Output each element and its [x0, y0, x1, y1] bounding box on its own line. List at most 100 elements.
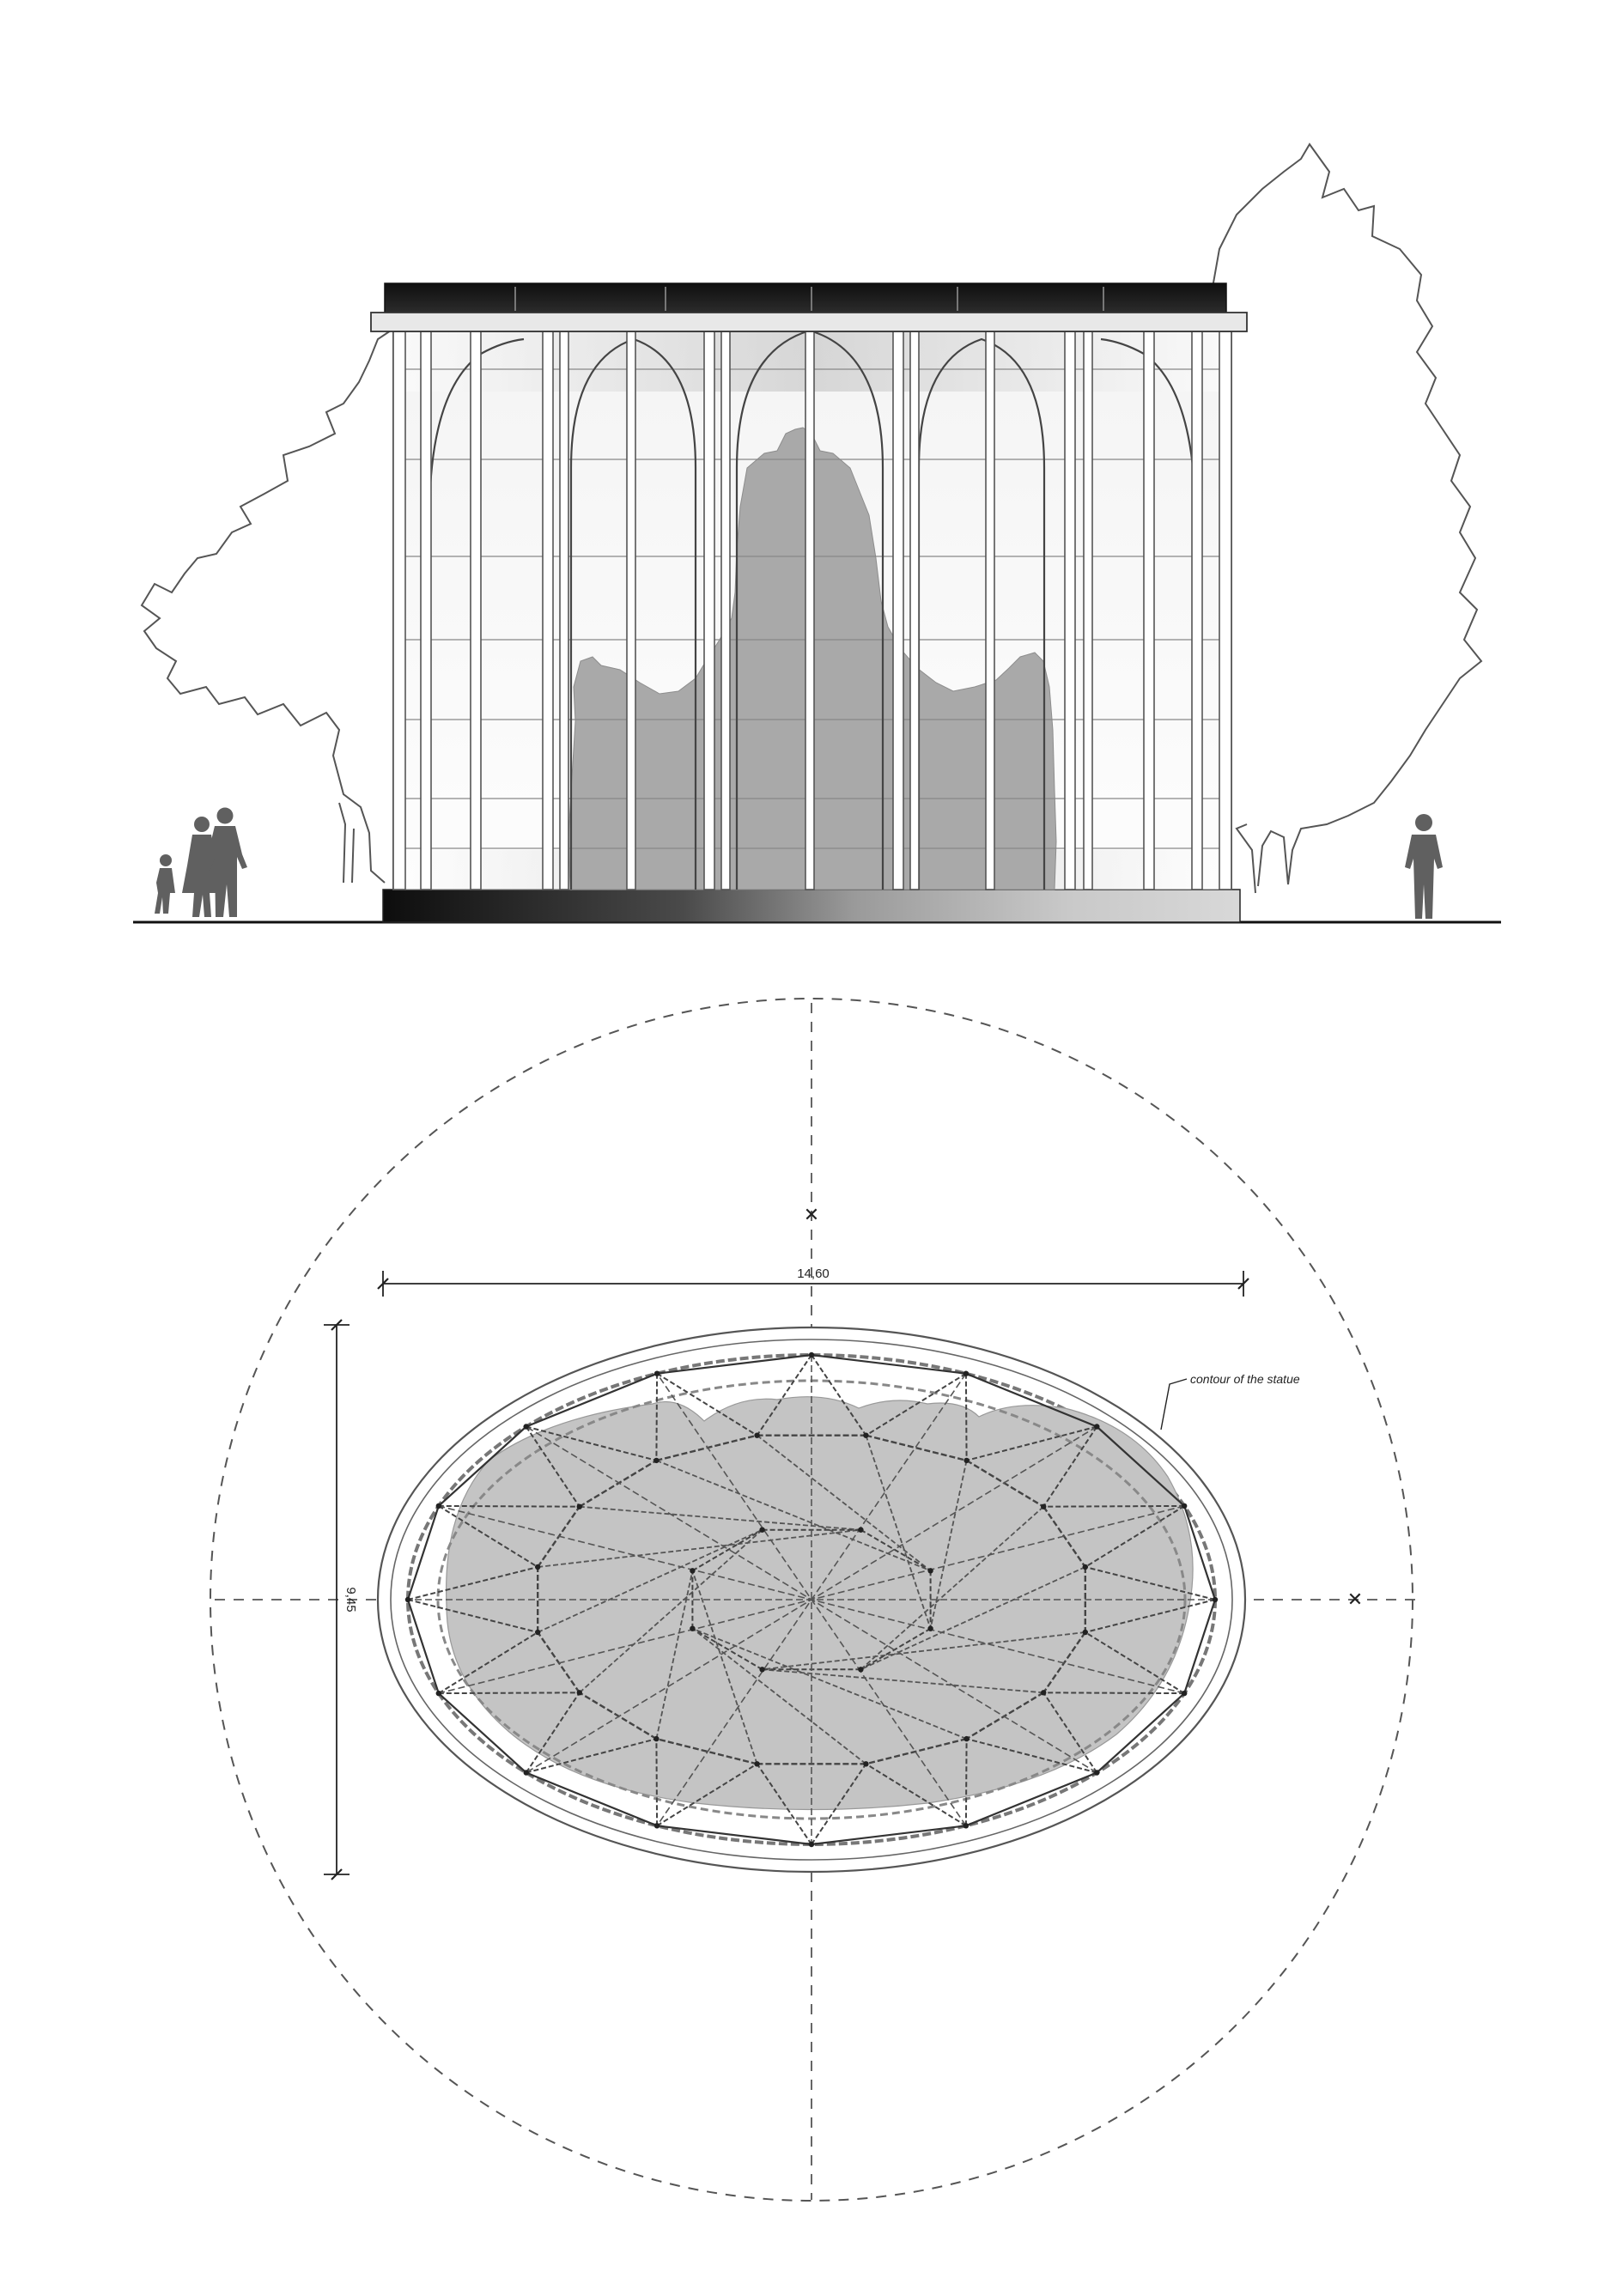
lattice-inner-link	[656, 1460, 931, 1572]
lattice-spike	[865, 1763, 967, 1827]
lattice-outer-edge	[438, 1425, 527, 1507]
lattice-outer-node	[1182, 1690, 1188, 1697]
lattice-mid-node	[653, 1457, 660, 1464]
lattice-mid-node	[963, 1735, 970, 1742]
lattice-spike	[438, 1505, 538, 1568]
lattice-inner-link	[691, 1627, 866, 1765]
lattice-mid-node	[576, 1503, 582, 1509]
width-dimension-label: 14,60	[797, 1266, 830, 1281]
lattice-mid-ring	[965, 1692, 1044, 1740]
lattice-outer-edge	[811, 1353, 967, 1375]
lattice-outer-edge	[965, 1372, 1097, 1428]
lattice-mid-node	[963, 1457, 970, 1464]
lattice-outer-edge	[438, 1692, 527, 1774]
lattice-mid-ring	[537, 1631, 581, 1693]
lattice-mid-ring	[1042, 1506, 1086, 1568]
lattice-outer-edge	[406, 1599, 440, 1694]
lattice-spike	[525, 1692, 581, 1774]
lattice-inner-link	[860, 1506, 1044, 1670]
lattice-inner-link	[538, 1528, 861, 1568]
lattice-spike	[1085, 1599, 1216, 1633]
lattice-inner-node	[690, 1625, 696, 1631]
statue-note: contour of the statue	[1190, 1372, 1300, 1386]
lattice-spike	[526, 1425, 657, 1461]
lattice-inner-node	[927, 1568, 933, 1574]
lattice-mid-ring	[537, 1506, 581, 1568]
lattice-spike	[1085, 1631, 1185, 1694]
lattice-spike	[1085, 1505, 1185, 1568]
lattice-spike	[756, 1354, 812, 1437]
lattice-outer-edge	[656, 1825, 812, 1846]
depth-dimension-label: 9,45	[343, 1587, 358, 1612]
lattice-spike	[438, 1692, 580, 1695]
lattice-inner-node	[759, 1667, 765, 1673]
roof-joints	[514, 287, 1104, 311]
lattice-inner-link	[757, 1434, 932, 1572]
lattice-inner-node	[690, 1568, 696, 1574]
lattice-inner-node	[858, 1667, 864, 1673]
lattice-mid-node	[754, 1432, 760, 1438]
lattice-spike	[966, 1425, 1097, 1461]
lattice-inner-ring	[860, 1528, 932, 1572]
lattice-outer-edge	[526, 1771, 658, 1827]
lattice-spike	[1085, 1566, 1216, 1601]
lattice-spike	[756, 1763, 812, 1845]
lattice-mid-ring	[656, 1434, 757, 1462]
lattice-outer-node	[1094, 1770, 1100, 1776]
lattice-outer-edge	[656, 1353, 812, 1375]
lattice-inner-node	[927, 1625, 933, 1631]
lattice-spike	[438, 1631, 538, 1694]
lattice-spike	[438, 1504, 580, 1508]
lattice-outer-edge	[965, 1771, 1097, 1827]
lattice-spike	[1042, 1425, 1098, 1508]
lattice-spike	[966, 1738, 1097, 1774]
lattice-inner-ring	[691, 1528, 763, 1572]
lattice-inner-ring	[691, 1627, 763, 1671]
lattice-spike	[1043, 1692, 1185, 1695]
lattice-inner-link	[762, 1631, 1085, 1671]
lattice-mid-ring	[866, 1737, 967, 1765]
lattice-spike	[526, 1738, 657, 1774]
plan-outer-ring-inner	[390, 1339, 1233, 1861]
lattice-inner-link	[579, 1529, 763, 1693]
lattice-outer-node	[435, 1690, 441, 1697]
lattice-outer-node	[653, 1823, 660, 1829]
people-silhouettes-left	[155, 807, 247, 917]
lattice-spike	[407, 1599, 538, 1633]
lattice-mid-node	[1041, 1503, 1047, 1509]
lattice-outer-node	[523, 1770, 529, 1776]
lattice-outer-edge	[1183, 1599, 1217, 1694]
roof-slab	[384, 282, 1227, 315]
left-tree-trunk	[338, 802, 355, 884]
elevation-view	[133, 143, 1501, 924]
lattice-mid-node	[653, 1735, 660, 1742]
width-dimension: 14,60	[377, 1266, 1249, 1297]
lattice-inner-node	[858, 1527, 864, 1533]
lattice-outer-node	[808, 1351, 815, 1358]
person-silhouette-right	[1405, 814, 1443, 919]
lattice-inner-link	[865, 1435, 932, 1629]
lattice-inner-link	[929, 1460, 968, 1629]
lattice-outer-node	[653, 1370, 660, 1376]
lattice-outer-edge	[1096, 1692, 1185, 1774]
lattice-mid-node	[535, 1629, 541, 1636]
lattice-mid-node	[863, 1432, 869, 1438]
statue-callout: contour of the statue	[1160, 1372, 1300, 1430]
lattice-mid-ring	[579, 1692, 658, 1740]
lattice-spike	[656, 1763, 758, 1827]
lattice-mid-node	[1082, 1564, 1089, 1570]
lattice-inner-ring	[860, 1627, 932, 1671]
pavilion-mullions	[392, 331, 1232, 890]
right-tree-outline	[1212, 143, 1483, 894]
lattice-inner-link	[692, 1627, 967, 1740]
lattice-mid-ring	[965, 1459, 1044, 1508]
lattice-outer-node	[1212, 1596, 1219, 1603]
pavilion-base	[382, 889, 1241, 923]
lattice-spike	[655, 1739, 659, 1826]
lattice-mid-node	[1041, 1690, 1047, 1696]
statue-contour	[445, 1396, 1194, 1811]
lattice-outer-edge	[1096, 1425, 1185, 1507]
lattice-mid-ring	[656, 1737, 757, 1765]
